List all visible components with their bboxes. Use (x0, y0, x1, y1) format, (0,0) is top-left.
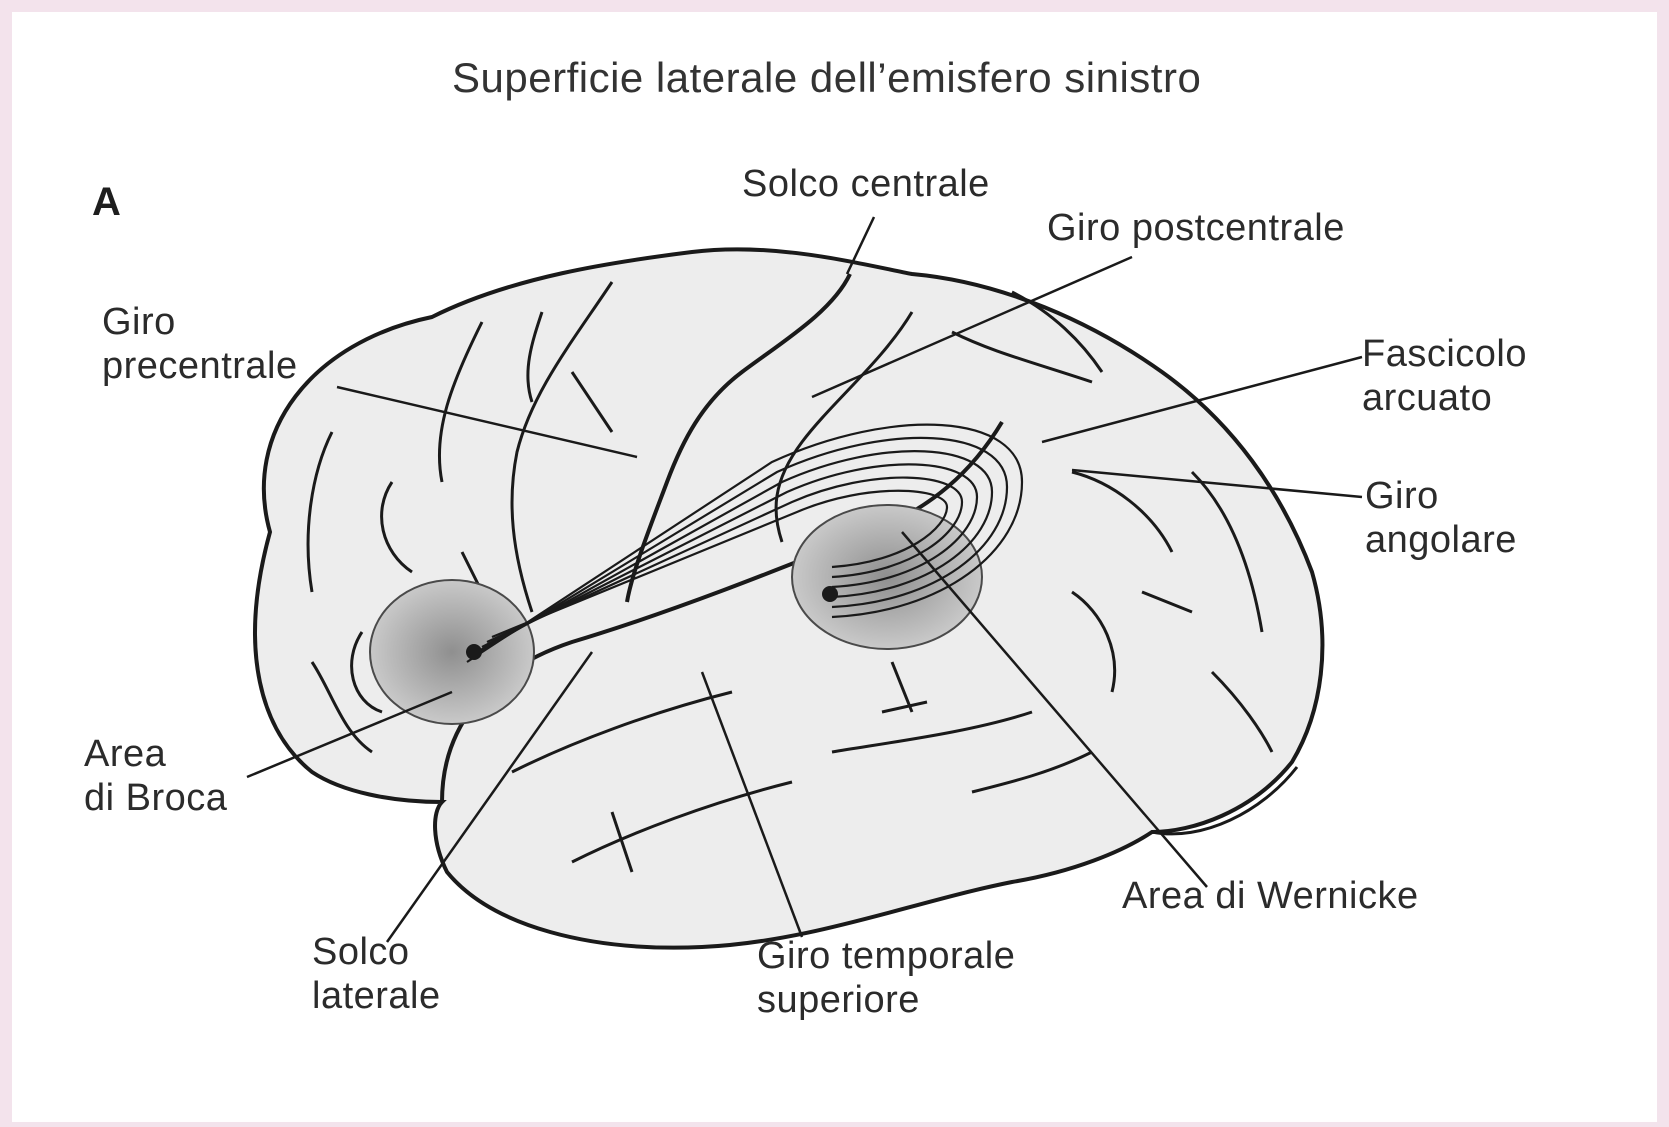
label-area-broca: Area di Broca (84, 732, 227, 820)
wernicke-fiber-end (822, 586, 838, 602)
broca-fiber-end (466, 644, 482, 660)
panel-label: A (92, 180, 121, 224)
diagram-title: Superficie laterale dell’emisfero sinist… (452, 56, 1201, 100)
label-giro-precentrale: Giro precentrale (102, 300, 298, 388)
label-giro-angolare: Giro angolare (1365, 474, 1517, 562)
broca-area (370, 580, 534, 724)
label-solco-centrale: Solco centrale (742, 162, 990, 206)
label-solco-laterale: Solco laterale (312, 930, 441, 1018)
figure-frame: Superficie laterale dell’emisfero sinist… (12, 12, 1657, 1122)
label-giro-temporale-superiore: Giro temporale superiore (757, 934, 1015, 1022)
label-area-wernicke: Area di Wernicke (1122, 874, 1419, 918)
label-giro-postcentrale: Giro postcentrale (1047, 206, 1345, 250)
label-fascicolo-arcuato: Fascicolo arcuato (1362, 332, 1527, 420)
